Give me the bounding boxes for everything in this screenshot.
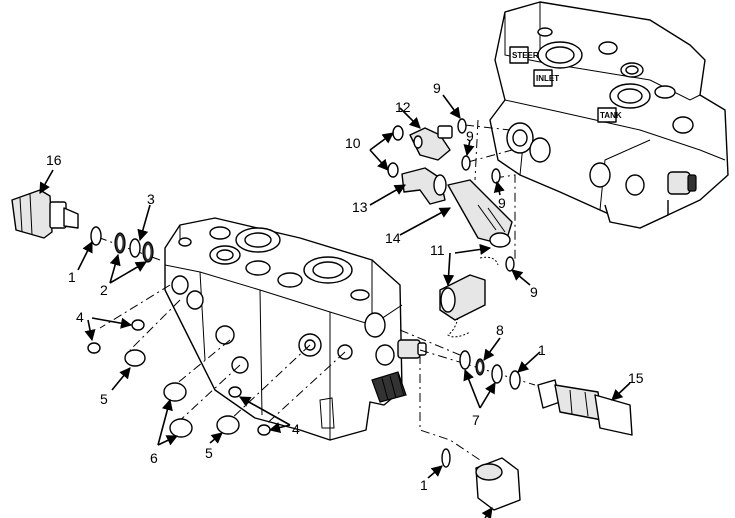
callout-labels: 16 3 1 2 4 5 6 5 4 8 7 1 15 1 9 12 10 9 … (46, 80, 644, 493)
leader-lines (39, 94, 631, 518)
callout-11: 11 (430, 242, 445, 258)
callout-8: 8 (496, 322, 504, 338)
o-rings-2 (114, 232, 154, 263)
cartridge-16 (11, 189, 79, 239)
callout-14: 14 (385, 230, 401, 246)
o-rings-6 (163, 382, 193, 438)
callout-13: 13 (352, 199, 368, 215)
cartridge-15 (537, 379, 633, 436)
callout-10: 10 (345, 135, 361, 151)
callout-9-bottom: 9 (530, 284, 538, 300)
callout-16: 16 (46, 152, 62, 168)
seals-10 (387, 125, 404, 178)
cap-plug (441, 448, 521, 511)
quick-coupler-11 (439, 256, 499, 338)
tank-stamp: TANK (600, 111, 622, 120)
coupler-14 (447, 179, 513, 248)
steer-stamp: STEER (512, 51, 539, 60)
main-valve-body (164, 217, 427, 441)
upper-valve-body: STEER INLET TANK (489, 1, 729, 229)
callout-9-top: 9 (433, 80, 441, 96)
callout-6: 6 (150, 450, 158, 466)
inlet-stamp: INLET (536, 74, 559, 83)
callout-5-left: 5 (100, 391, 108, 407)
callout-1-bottom: 1 (420, 477, 428, 493)
o-rings-4-left (87, 319, 145, 354)
o-rings-7-8 (459, 350, 521, 390)
o-rings-5 (124, 349, 240, 435)
callout-2: 2 (100, 282, 108, 298)
callout-5-bottom: 5 (205, 445, 213, 461)
callout-3: 3 (147, 191, 155, 207)
callout-15: 15 (628, 370, 644, 386)
elbow-fitting-12 (409, 125, 453, 161)
washer-1-left (90, 226, 102, 246)
callout-12: 12 (395, 99, 411, 115)
callout-4-left: 4 (76, 309, 84, 325)
callout-9-right: 9 (498, 195, 506, 211)
callout-4-right: 4 (292, 421, 300, 437)
callout-7: 7 (472, 412, 480, 428)
elbow-fitting-13 (401, 167, 447, 205)
callout-9-mid: 9 (466, 128, 474, 144)
callout-1-right: 1 (538, 342, 546, 358)
o-rings-4-right (228, 386, 271, 436)
callout-1-left: 1 (68, 269, 76, 285)
